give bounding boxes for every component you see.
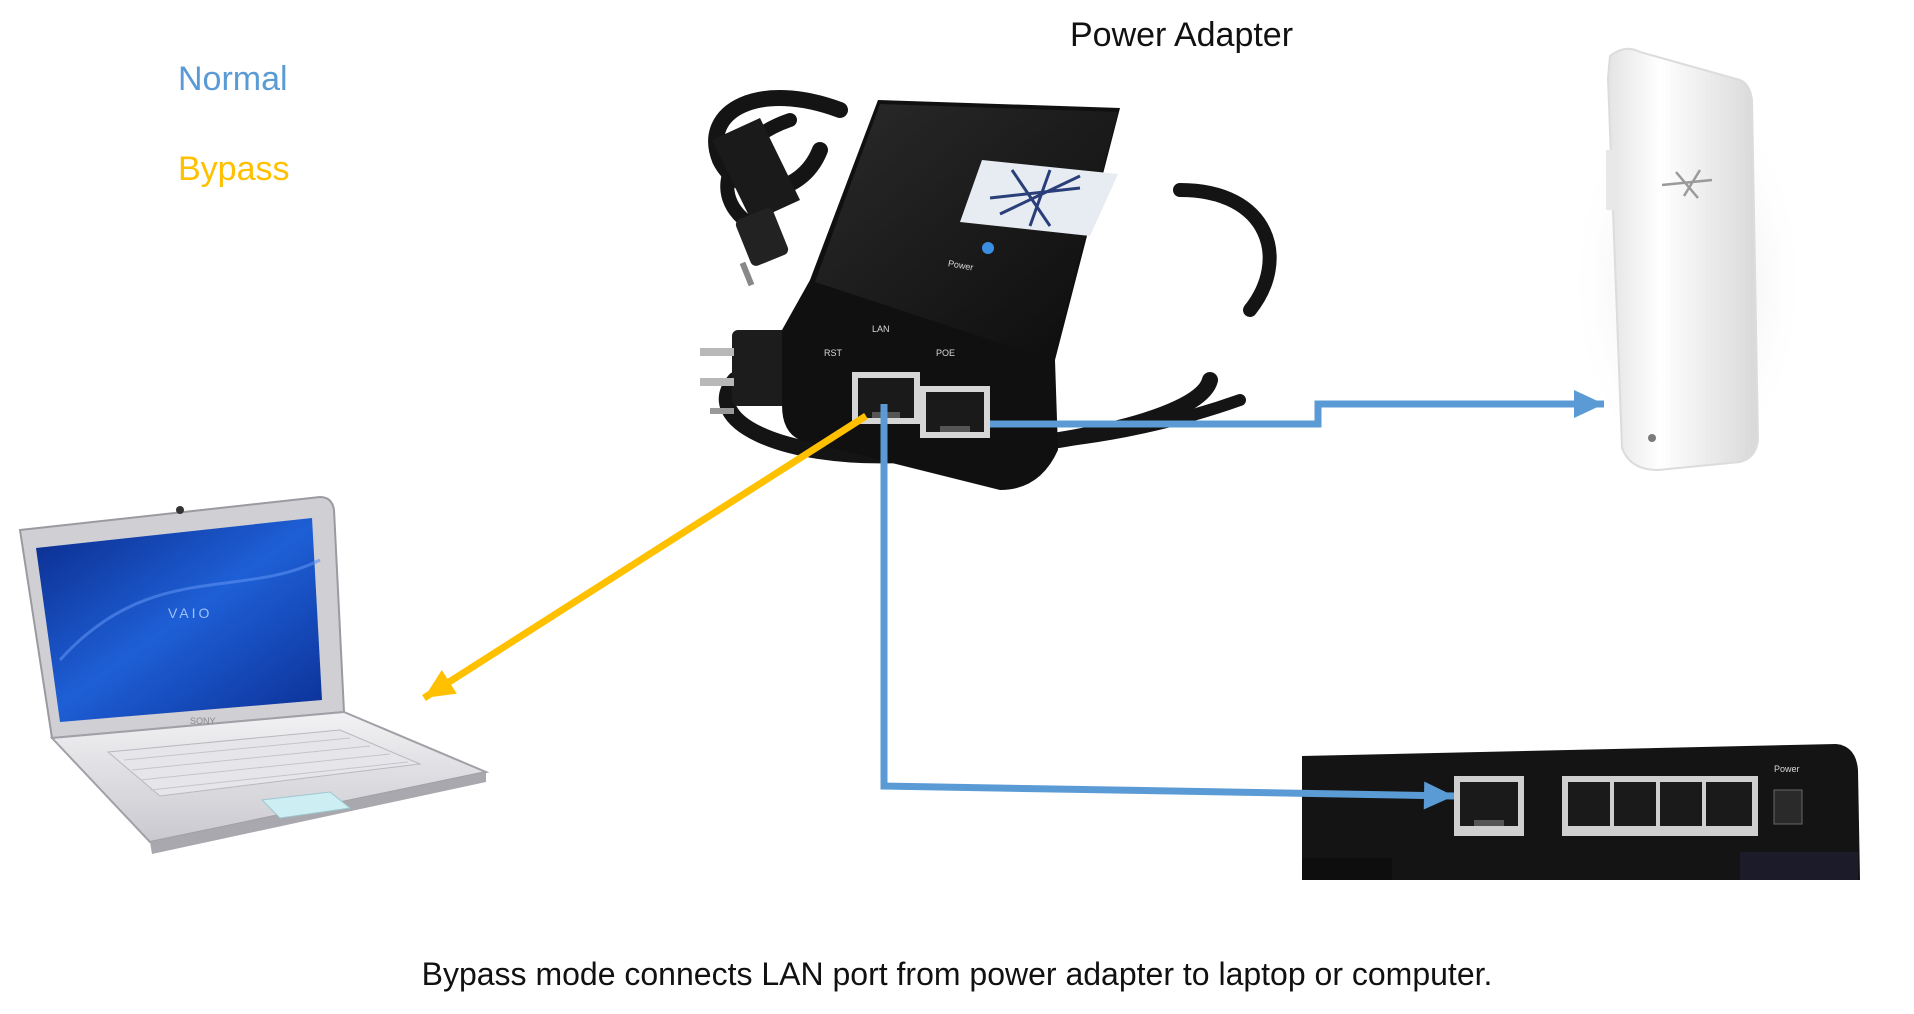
ubiquiti-logo-icon — [960, 160, 1118, 236]
poe-port-label: POE — [936, 348, 955, 358]
lan-port-label: LAN — [872, 324, 890, 334]
diagram-title: Power Adapter — [1070, 16, 1294, 54]
led-label: Power — [947, 258, 974, 272]
router-power-label: Power — [1774, 764, 1800, 774]
legend-bypass: Bypass — [178, 150, 290, 188]
laptop-icon: VAIO SONY — [18, 495, 490, 854]
sony-logo: SONY — [190, 716, 216, 726]
router-lan-ports[interactable] — [1562, 776, 1758, 836]
router-power-jack[interactable] — [1773, 789, 1803, 825]
router-wan-port[interactable] — [1454, 776, 1524, 836]
diagram-caption: Bypass mode connects LAN port from power… — [421, 956, 1493, 992]
power-led-icon — [982, 242, 994, 254]
rst-label: RST — [824, 348, 843, 358]
connection-normal-to-router — [880, 404, 1455, 800]
connections — [422, 390, 1604, 810]
vaio-logo: VAIO — [168, 605, 212, 621]
arrowhead-bypass-to-laptop — [424, 670, 457, 698]
plug-icon — [712, 118, 800, 287]
adapter-poe-port[interactable] — [920, 386, 990, 438]
legend-normal: Normal — [178, 60, 288, 98]
plug-prongs-icon — [700, 330, 788, 414]
arrowhead-normal-to-access-point — [1574, 390, 1604, 418]
arrowhead-normal-to-router — [1423, 781, 1454, 810]
connection-normal-to-access-point — [990, 400, 1604, 428]
router-icon: Power — [1302, 744, 1860, 880]
connection-bypass-to-laptop — [422, 413, 868, 701]
power-adapter: Power LAN POE RST — [700, 90, 1277, 490]
access-point-icon — [1568, 47, 1808, 482]
